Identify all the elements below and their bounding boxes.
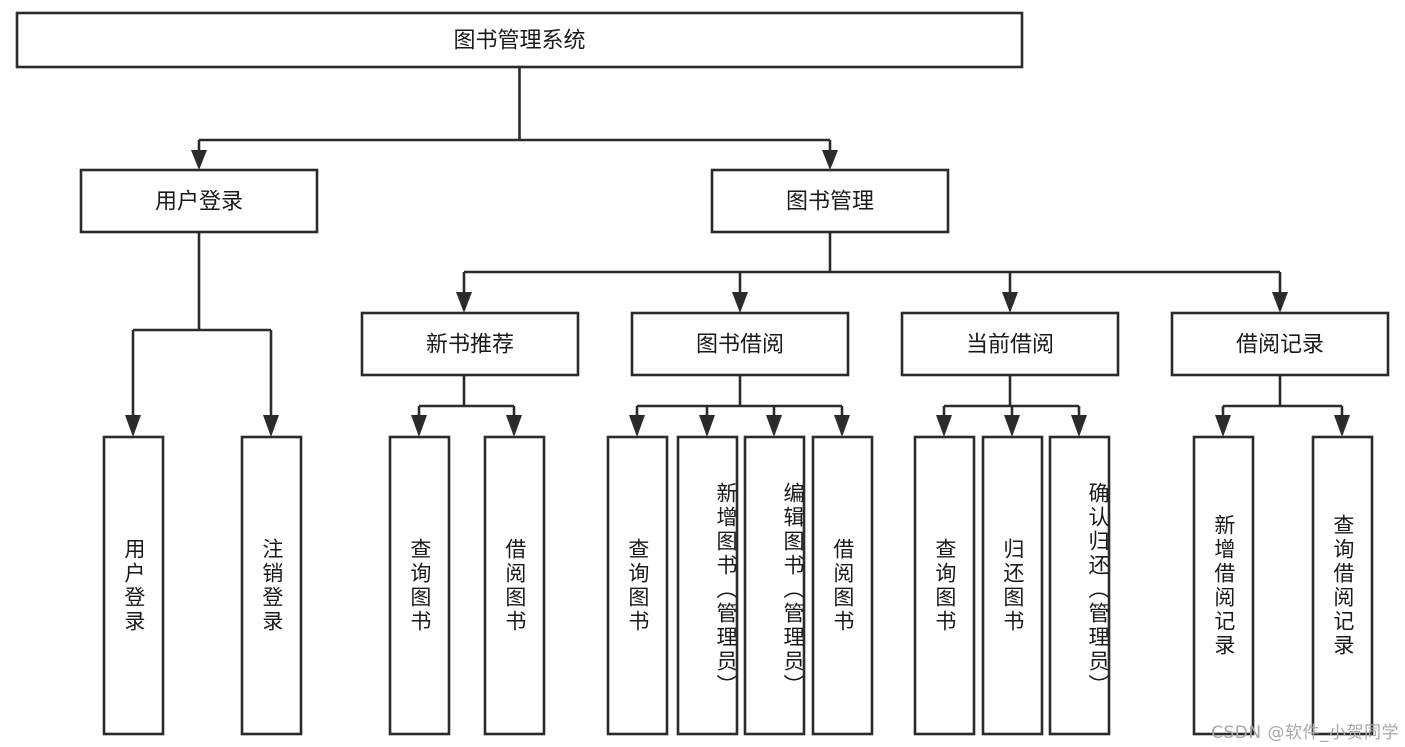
- arrow-to-leaf-edit-book: [766, 415, 782, 437]
- arrow-to-leaf-borrow-book-1: [506, 415, 522, 437]
- arrow-to-leaf-query-book-2: [629, 415, 645, 437]
- node-book-management[interactable]: [710, 168, 950, 234]
- node-new-book-recommend[interactable]: [360, 311, 580, 377]
- arrow-to-book-borrow: [732, 292, 748, 313]
- arrow-to-leaf-confirm-return: [1071, 415, 1087, 437]
- node-leaf-borrow-book-2[interactable]: [811, 435, 874, 736]
- watermark-text: CSDN @软件_小贺同学: [1211, 723, 1399, 743]
- arrow-to-leaf-user-login: [125, 415, 141, 437]
- node-leaf-borrow-book-1[interactable]: [483, 435, 546, 736]
- node-current-borrow[interactable]: [900, 311, 1120, 377]
- arrow-to-new-book-recommend: [456, 292, 472, 313]
- arrow-to-leaf-add-book: [699, 415, 715, 437]
- node-root-label: 图书管理系统: [453, 29, 585, 54]
- node-borrow-record-label: 借阅记录: [1236, 333, 1324, 358]
- node-leaf-query-borrow-record[interactable]: [1311, 435, 1374, 736]
- arrow-to-user-login: [191, 150, 207, 170]
- arrow-to-leaf-logout-login: [263, 415, 279, 437]
- arrow-to-leaf-return-book: [1004, 415, 1020, 437]
- node-leaf-query-book-1[interactable]: [388, 435, 451, 736]
- node-leaf-logout-login[interactable]: [240, 435, 303, 736]
- node-leaf-query-book-3[interactable]: [913, 435, 976, 736]
- node-book-borrow-label: 图书借阅: [696, 333, 784, 358]
- node-leaf-add-borrow-record[interactable]: [1192, 435, 1255, 736]
- node-book-management-label: 图书管理: [786, 190, 874, 215]
- nodes-layer: 图书管理系统 用户登录 图书管理 新书推荐 图书借阅 当前借阅 借阅记录: [15, 11, 1390, 736]
- arrow-to-book-management: [822, 150, 838, 170]
- node-leaf-return-book[interactable]: [981, 435, 1044, 736]
- arrow-to-leaf-query-book-1: [411, 415, 427, 437]
- node-current-borrow-label: 当前借阅: [966, 333, 1054, 358]
- node-leaf-add-book[interactable]: [676, 435, 739, 736]
- arrow-to-leaf-borrow-book-2: [834, 415, 850, 437]
- node-user-login[interactable]: [79, 168, 319, 234]
- arrow-to-current-borrow: [1002, 292, 1018, 313]
- node-leaf-user-login[interactable]: [102, 435, 165, 736]
- node-user-login-label: 用户登录: [155, 190, 243, 215]
- arrow-to-leaf-add-borrow-record: [1215, 415, 1231, 437]
- node-new-book-recommend-label: 新书推荐: [426, 333, 514, 358]
- node-leaf-query-book-2[interactable]: [606, 435, 669, 736]
- edges-layer: [125, 67, 1350, 437]
- arrow-to-leaf-query-borrow-record: [1334, 415, 1350, 437]
- node-root[interactable]: [15, 11, 1024, 69]
- node-leaf-confirm-return[interactable]: [1048, 435, 1111, 736]
- node-borrow-record[interactable]: [1170, 311, 1390, 377]
- arrow-to-leaf-query-book-3: [936, 415, 952, 437]
- node-leaf-edit-book[interactable]: [743, 435, 806, 736]
- arrow-to-borrow-record: [1272, 292, 1288, 313]
- node-book-borrow[interactable]: [630, 311, 850, 377]
